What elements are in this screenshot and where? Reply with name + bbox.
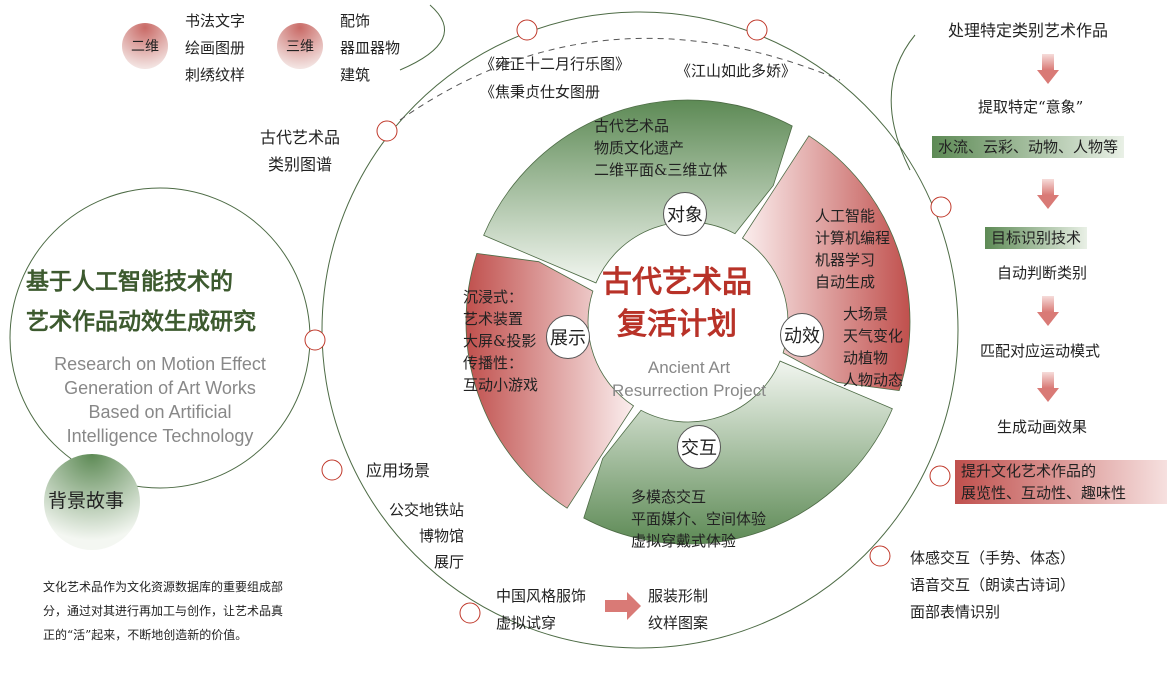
description: 文化艺术品作为文化资源数据库的重要组成部分，通过对其进行再加工与创作，让艺术品真… <box>43 580 284 642</box>
2d-items: 书法文字绘画图册刺绣纹样 <box>185 12 246 84</box>
object-label: 对象 <box>663 192 707 236</box>
step-process: 处理特定类别艺术作品 <box>948 21 1109 40</box>
background-story: 背景故事 <box>48 490 125 512</box>
fashion-right: 服装形制纹样图案 <box>648 587 709 632</box>
scenes-title: 应用场景 <box>366 461 431 480</box>
outer-ring <box>321 11 959 649</box>
left-title-cn: 基于人工智能技术的艺术作品动效生成研究 <box>26 268 256 335</box>
node-circle <box>376 120 398 142</box>
effect-label: 动效 <box>780 313 824 357</box>
node-circle <box>304 329 326 351</box>
step-extract: 提取特定“意象” <box>978 98 1084 116</box>
step-classify: 自动判断类别 <box>997 264 1088 282</box>
sector-object <box>483 99 793 284</box>
sector-interaction <box>583 360 893 545</box>
fashion-arrow <box>605 592 641 620</box>
down-arrow-icon <box>1037 54 1059 84</box>
step-match: 匹配对应运动模式 <box>980 342 1101 360</box>
step-imagery: 水流、云彩、动物、人物等 <box>932 136 1125 158</box>
category-label: 古代艺术品类别图谱 <box>260 128 341 174</box>
effect-items: 人工智能计算机编程机器学习自动生成 <box>815 207 891 291</box>
node-circle <box>746 19 768 41</box>
node-circle <box>869 545 891 567</box>
2d-badge: 二维 <box>122 23 168 69</box>
sector-effect <box>741 135 911 392</box>
interaction-items: 多模态交互平面媒介、空间体验虚拟穿戴式体验 <box>631 488 767 550</box>
node-circle <box>321 459 343 481</box>
interaction-modes: 体感交互（手势、体态）语音交互（朗读古诗词）面部表情识别 <box>910 549 1076 621</box>
sector-display <box>465 252 635 509</box>
background-badge-bg <box>44 454 140 550</box>
fashion-left: 中国风格服饰虚拟试穿 <box>496 587 587 632</box>
effect-items-2: 大场景天气变化动植物人物动态 <box>843 305 904 389</box>
work-jiangshan: 《江山如此多娇》 <box>676 62 797 80</box>
right-arrow-arc <box>890 34 916 171</box>
down-arrow-icon <box>1037 179 1059 209</box>
node-circle <box>516 19 538 41</box>
step-generate: 生成动画效果 <box>997 418 1088 436</box>
3d-items: 配饰器皿器物建筑 <box>340 12 401 84</box>
scenes-items: 公交地铁站博物馆展厅 <box>388 501 464 571</box>
result-box: 提升文化艺术作品的展览性、互动性、趣味性 <box>955 460 1167 504</box>
works-list: 《雍正十二月行乐图》《焦秉贞仕女图册 <box>480 55 631 101</box>
node-circle <box>929 465 951 487</box>
display-items: 沉浸式：艺术装置大屏&投影传播性：互动小游戏 <box>463 288 539 394</box>
step-detection: 目标识别技术 <box>985 227 1088 249</box>
curved-arrow <box>399 4 446 71</box>
object-items: 古代艺术品物质文化遗产二维平面&三维立体 <box>594 117 728 179</box>
interaction-label: 交互 <box>677 425 721 469</box>
down-arrow-icon <box>1037 296 1059 326</box>
center-title: 古代艺术品复活计划 <box>602 265 752 342</box>
node-circle <box>459 602 481 624</box>
down-arrow-icon <box>1037 372 1059 402</box>
node-circle <box>930 196 952 218</box>
display-label: 展示 <box>546 315 590 359</box>
3d-badge: 三维 <box>277 23 323 69</box>
